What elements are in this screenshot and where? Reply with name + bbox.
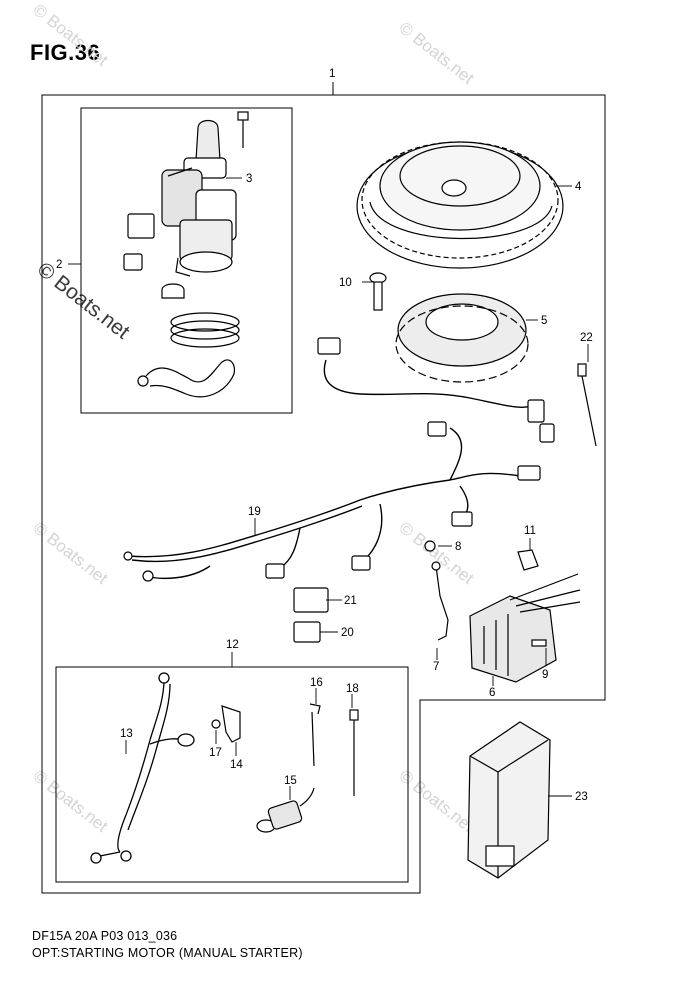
- rectifier-regulator: [469, 573, 581, 683]
- watermarks: © Boats.net © Boats.net © Boats.net © Bo…: [30, 0, 478, 836]
- stator: [395, 293, 529, 383]
- leader-lines: [68, 177, 589, 800]
- callout-1: 1: [329, 68, 335, 80]
- relays-20-21: [293, 587, 329, 643]
- bracket-7: [431, 561, 449, 641]
- callout-3: 3: [246, 173, 252, 185]
- bracket-14: [221, 705, 241, 743]
- callout-17: 17: [209, 747, 222, 759]
- callout-10: 10: [339, 277, 352, 289]
- clamp-bands: [137, 312, 240, 398]
- figure-caption: OPT:STARTING MOTOR (MANUAL STARTER): [32, 946, 303, 960]
- switch-15: [256, 787, 315, 833]
- assembly-outline: [41, 94, 606, 894]
- callout-labels: 1 2 3 4 5 6 7 8 9 10 11 12 13 14 15 16 1…: [56, 68, 593, 803]
- callout-21: 21: [344, 595, 357, 607]
- watermark: © Boats.net: [396, 518, 478, 588]
- cable-tie-18: [349, 709, 359, 796]
- figure-title: FIG.36: [30, 40, 101, 65]
- battery-cable-group-box: [55, 666, 409, 883]
- watermark: © Boats.net: [396, 18, 478, 88]
- wiring-harness: [127, 359, 531, 579]
- callout-14: 14: [230, 759, 243, 771]
- callout-8: 8: [455, 541, 461, 553]
- callout-5: 5: [541, 315, 547, 327]
- figure-code: DF15A 20A P03 013_036: [32, 929, 178, 943]
- ecu-23: [467, 721, 551, 879]
- callout-11: 11: [524, 525, 536, 537]
- callout-19: 19: [248, 506, 261, 518]
- bolt-10: [369, 272, 387, 311]
- starting-motor-group-box: [80, 107, 293, 414]
- bolt-8: [424, 540, 436, 552]
- callout-12: 12: [226, 639, 239, 651]
- clamp-16: [309, 703, 321, 767]
- starting-motor: [161, 111, 249, 277]
- callout-15: 15: [284, 775, 297, 787]
- callout-22: 22: [580, 332, 593, 344]
- callout-9: 9: [542, 669, 548, 681]
- bolt-9: [531, 639, 547, 647]
- clamp-11: [517, 549, 539, 571]
- callout-7: 7: [433, 661, 439, 673]
- callout-18: 18: [346, 683, 359, 695]
- harness-connectors: [123, 337, 555, 582]
- callout-6: 6: [489, 687, 495, 699]
- battery-cable-13: [90, 672, 195, 864]
- bolt-17: [211, 719, 221, 729]
- watermark-large: © Boats.net: [33, 258, 134, 344]
- callout-13: 13: [120, 728, 133, 740]
- callout-16: 16: [310, 677, 323, 689]
- cable-tie-22: [577, 363, 597, 447]
- callout-23: 23: [575, 791, 588, 803]
- callout-4: 4: [575, 181, 582, 193]
- watermark: © Boats.net: [30, 0, 112, 70]
- relay-parts: [123, 213, 185, 299]
- callout-20: 20: [341, 627, 354, 639]
- flywheel: [356, 141, 564, 269]
- callout-2: 2: [56, 259, 62, 271]
